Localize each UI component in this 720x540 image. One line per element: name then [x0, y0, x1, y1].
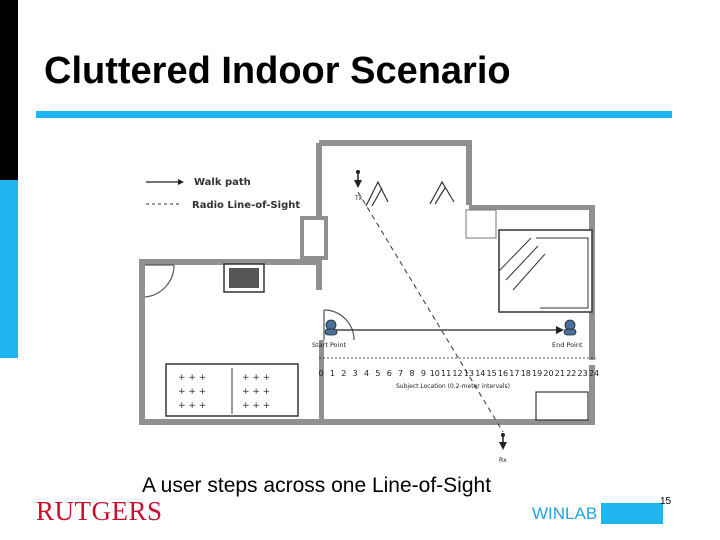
ruler-number: 17: [509, 369, 519, 378]
door-arc-left: [144, 264, 175, 298]
left-accent-bar-blue: [0, 180, 18, 358]
sofa: + + + + + + + + + + + + + + + + + +: [165, 363, 299, 417]
ruler-number: 0: [318, 369, 323, 378]
ruler-number: 13: [464, 369, 474, 378]
ruler-number: 12: [452, 369, 462, 378]
rutgers-logo: RUTGERS: [36, 496, 163, 526]
nightstand: [465, 209, 497, 239]
ruler-number: 7: [398, 369, 403, 378]
end-person-icon: [563, 319, 577, 336]
svg-text:+ + +: + + +: [242, 401, 270, 411]
ruler-number: 16: [498, 369, 508, 378]
cabinet: [535, 391, 589, 421]
ruler-number: 22: [566, 369, 576, 378]
legend-los-label: Radio Line-of-Sight: [192, 200, 300, 211]
ruler-number: 19: [532, 369, 542, 378]
legend-walk-arrow: [178, 179, 184, 185]
door-arc-top-2: [429, 180, 455, 205]
start-person-icon: [324, 319, 338, 336]
ruler-number: 1: [330, 369, 335, 378]
end-point-label: End Point: [552, 341, 583, 349]
slide-title: Cluttered Indoor Scenario: [44, 50, 511, 92]
slide-number: 15: [660, 496, 672, 507]
tx-antenna-icon: [354, 170, 362, 188]
ruler-number: 11: [441, 369, 451, 378]
door-arc-top-1: [365, 180, 389, 207]
ruler-number: 23: [578, 369, 588, 378]
ruler-number: 18: [521, 369, 531, 378]
winlab-logo: WINLAB: [532, 503, 664, 524]
legend: Walk path Radio Line-of-Sight: [146, 177, 300, 211]
svg-text:+ + +: + + +: [178, 373, 206, 383]
start-point-label: Start Point: [312, 341, 347, 349]
legend-walk-label: Walk path: [194, 177, 251, 188]
door-arc-middle: [323, 309, 355, 341]
figure-caption: A user steps across one Line-of-Sight: [142, 474, 492, 497]
floorplan-figure: + + + + + + + + + + + + + + + + + + Tx: [136, 140, 600, 470]
ruler-number: 15: [487, 369, 497, 378]
ruler-number: 2: [341, 369, 346, 378]
bed: [498, 229, 593, 313]
svg-text:+ + +: + + +: [178, 387, 206, 397]
ruler-number: 6: [387, 369, 392, 378]
svg-text:+ + +: + + +: [242, 373, 270, 383]
ruler-number: 20: [543, 369, 553, 378]
ruler-number: 3: [353, 369, 358, 378]
ruler-number: 9: [421, 369, 426, 378]
wall-segment: [319, 340, 324, 422]
ruler-number: 10: [430, 369, 440, 378]
ruler-number: 8: [409, 369, 414, 378]
line-of-sight: [357, 191, 504, 433]
walk-path-arrowhead: [556, 326, 564, 334]
left-accent-bar-black: [0, 0, 18, 180]
winlab-logo-bar: [601, 503, 664, 524]
winlab-logo-text: WINLAB: [532, 503, 598, 523]
ruler-number: 24: [589, 369, 599, 378]
rx-label: Rx: [499, 457, 507, 464]
wall-segment: [469, 205, 595, 210]
title-underline: [36, 111, 672, 118]
svg-text:+ + +: + + +: [242, 387, 270, 397]
ruler-number: 4: [364, 369, 369, 378]
ruler-number: 5: [375, 369, 380, 378]
ruler-caption: Subject Location (0.2-meter intervals): [396, 383, 510, 390]
tv-icon: [229, 268, 259, 288]
svg-text:+ + +: + + +: [178, 401, 206, 411]
rx-antenna-icon: [499, 433, 507, 450]
ruler-number: 21: [555, 369, 565, 378]
tx-label: Tx: [354, 195, 363, 202]
ruler-number: 14: [475, 369, 485, 378]
closet: [300, 216, 328, 260]
